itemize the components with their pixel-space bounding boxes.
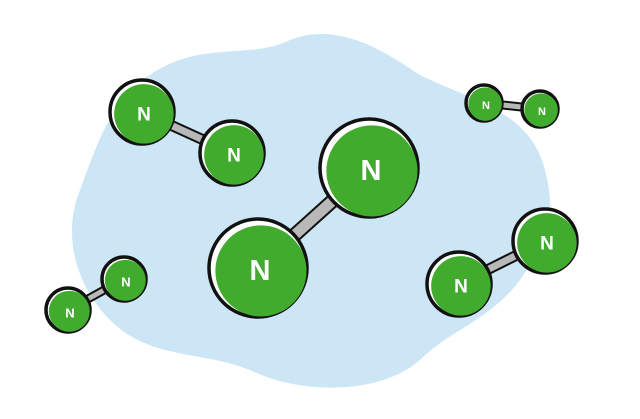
molecule-right: NN xyxy=(425,207,579,318)
atom-label: N xyxy=(454,277,468,298)
atom-body xyxy=(468,87,502,121)
molecule-top-left: NN xyxy=(108,78,266,187)
nitrogen-atom: N xyxy=(108,78,176,146)
nitrogen-atom: N xyxy=(318,117,420,219)
atom-body xyxy=(517,213,577,273)
atom-body xyxy=(326,125,418,217)
atom-label: N xyxy=(538,106,546,118)
nitrogen-atom: N xyxy=(511,207,579,275)
atom-body xyxy=(104,259,146,301)
molecule-center-large: NN xyxy=(207,117,420,319)
atom-label: N xyxy=(137,105,151,126)
atom-label: N xyxy=(121,275,130,290)
nitrogen-atom: N xyxy=(425,250,493,318)
atom-body xyxy=(524,93,558,127)
atom-label: N xyxy=(250,255,271,287)
atom-label: N xyxy=(65,306,74,321)
nitrogen-atom: N xyxy=(44,286,92,334)
nitrogen-atom: N xyxy=(207,217,309,319)
atom-body xyxy=(215,225,307,317)
atom-label: N xyxy=(361,155,382,187)
nitrogen-atom: N xyxy=(198,119,266,187)
nitrogen-atom: N xyxy=(520,89,560,129)
atom-body xyxy=(204,125,264,185)
nitrogen-atom: N xyxy=(100,255,148,303)
atom-label: N xyxy=(227,146,241,167)
molecule-bottom-left-small: NN xyxy=(44,255,148,334)
atom-body xyxy=(114,84,174,144)
atom-label: N xyxy=(540,234,554,255)
atom-label: N xyxy=(482,100,490,112)
atom-body xyxy=(48,290,90,332)
nitrogen-atom: N xyxy=(464,83,504,123)
atom-body xyxy=(431,256,491,316)
